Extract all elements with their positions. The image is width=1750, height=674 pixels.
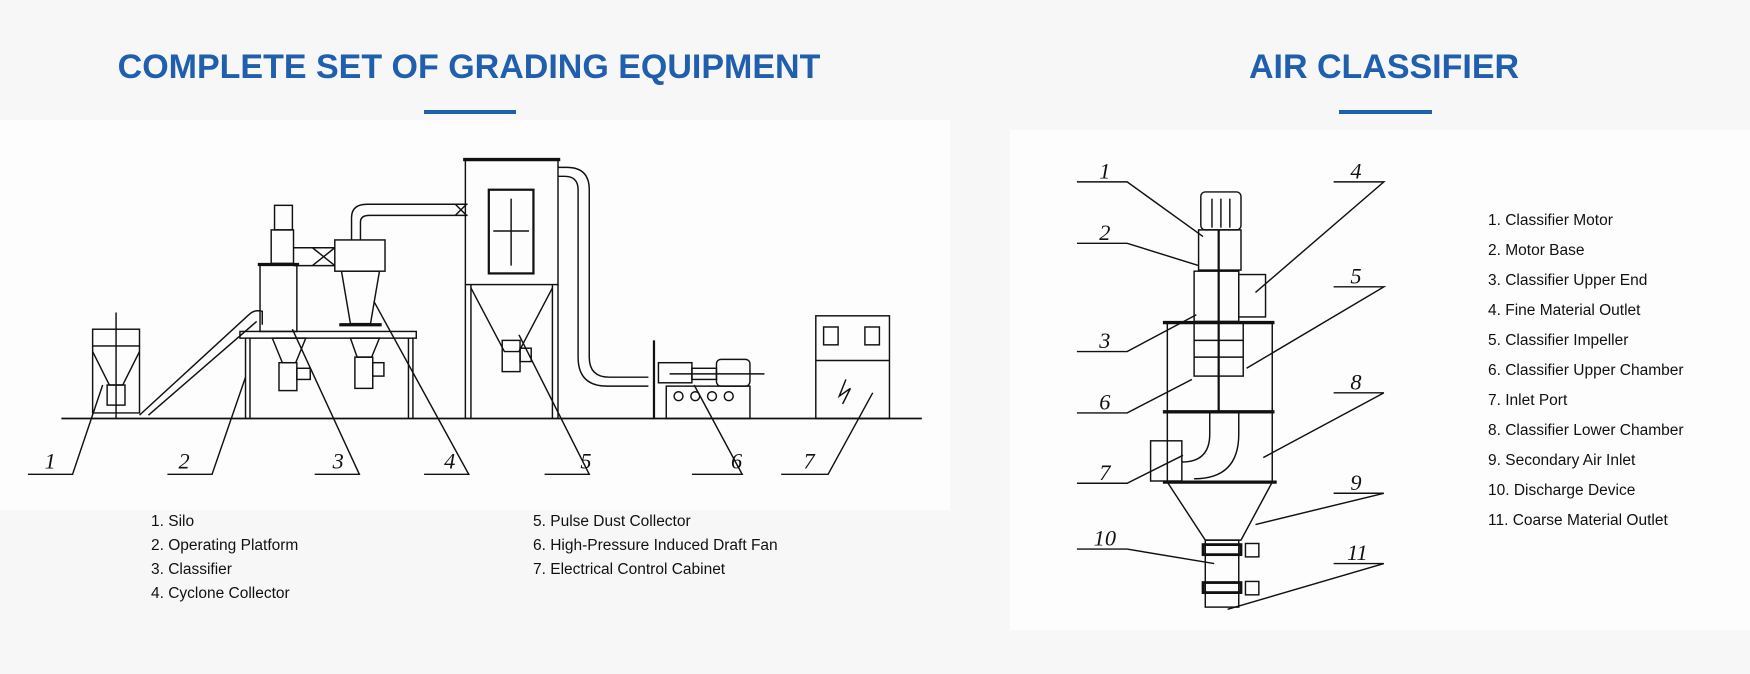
upper-end-drawing xyxy=(1193,270,1240,323)
legend-item: 6. Classifier Upper Chamber xyxy=(1488,362,1684,379)
left-title: COMPLETE SET OF GRADING EQUIPMENT xyxy=(117,48,821,86)
right-legend: 1. Classifier Motor 2. Motor Base 3. Cla… xyxy=(1488,206,1684,536)
left-legend-col1: 1. Silo 2. Operating Platform 3. Classif… xyxy=(151,510,298,606)
left-panel-bg xyxy=(0,120,950,510)
conveyor-drawing xyxy=(139,310,263,416)
legend-item: 7. Electrical Control Cabinet xyxy=(533,561,726,578)
legend-item: 3. Classifier xyxy=(151,561,232,578)
legend-item: 1. Silo xyxy=(151,513,195,530)
inlet-elbow-drawing xyxy=(1181,411,1240,480)
duct-drawing xyxy=(557,166,649,387)
left-legend-col2: 5. Pulse Dust Collector 6. High-Pressure… xyxy=(533,510,778,582)
legend-item: 10. Discharge Device xyxy=(1488,482,1636,499)
callout-2: 2 xyxy=(179,449,190,474)
left-leader-lines xyxy=(27,300,874,476)
legend-item: 1. Classifier Motor xyxy=(1488,212,1613,229)
cyclone-drawing xyxy=(293,203,468,390)
classifier-callout-4: 4 xyxy=(1350,159,1361,184)
classifier-callout-9: 9 xyxy=(1350,470,1361,495)
fan-drawing xyxy=(652,340,765,420)
classifier-callout-5: 5 xyxy=(1350,263,1361,288)
legend-item: 7. Inlet Port xyxy=(1488,392,1568,409)
legend-item: 4. Fine Material Outlet xyxy=(1488,302,1641,319)
right-leader-lines xyxy=(1076,181,1387,611)
classifier-callout-1: 1 xyxy=(1099,159,1110,184)
classifier-callout-7: 7 xyxy=(1099,460,1111,485)
callout-3: 3 xyxy=(332,449,344,474)
callout-1: 1 xyxy=(45,449,56,474)
legend-item: 8. Classifier Lower Chamber xyxy=(1488,422,1684,439)
classifier-callout-8: 8 xyxy=(1350,369,1361,394)
left-title-underline xyxy=(424,110,516,114)
classifier-drawing xyxy=(257,204,311,392)
legend-item: 2. Motor Base xyxy=(1488,242,1585,259)
legend-item: 2. Operating Platform xyxy=(151,537,299,554)
classifier-callout-11: 11 xyxy=(1347,540,1368,565)
callout-5: 5 xyxy=(580,449,591,474)
lower-chamber-drawing xyxy=(1166,411,1273,483)
air-classifier-diagram: 1 2 3 4 5 6 7 8 9 10 11 xyxy=(1076,159,1387,611)
right-title: AIR CLASSIFIER xyxy=(1248,48,1520,86)
callout-6: 6 xyxy=(731,449,743,474)
legend-item: 4. Cyclone Collector xyxy=(151,585,290,602)
legend-item: 9. Secondary Air Inlet xyxy=(1488,452,1636,469)
callout-4: 4 xyxy=(444,449,455,474)
silo-drawing xyxy=(91,312,141,419)
fine-outlet-drawing xyxy=(1238,273,1267,318)
callout-7: 7 xyxy=(804,449,816,474)
right-panel-bg xyxy=(1010,130,1750,630)
legend-item: 5. Classifier Impeller xyxy=(1488,332,1629,349)
legend-item: 5. Pulse Dust Collector xyxy=(533,513,691,530)
control-cabinet-drawing xyxy=(815,315,891,420)
classifier-callout-2: 2 xyxy=(1099,220,1110,245)
classifier-callout-6: 6 xyxy=(1099,390,1111,415)
legend-item: 11. Coarse Material Outlet xyxy=(1488,512,1668,529)
legend-item: 6. High-Pressure Induced Draft Fan xyxy=(533,537,778,554)
right-title-underline xyxy=(1339,110,1432,114)
classifier-callout-10: 10 xyxy=(1094,526,1116,551)
pulse-dust-collector-drawing xyxy=(463,157,561,419)
cone-drawing xyxy=(1166,481,1273,541)
legend-item: 3. Classifier Upper End xyxy=(1488,272,1648,289)
discharge-drawing xyxy=(1204,539,1240,608)
classifier-callout-3: 3 xyxy=(1098,328,1110,353)
grading-equipment-diagram: 1 2 3 4 5 6 7 xyxy=(27,157,922,476)
